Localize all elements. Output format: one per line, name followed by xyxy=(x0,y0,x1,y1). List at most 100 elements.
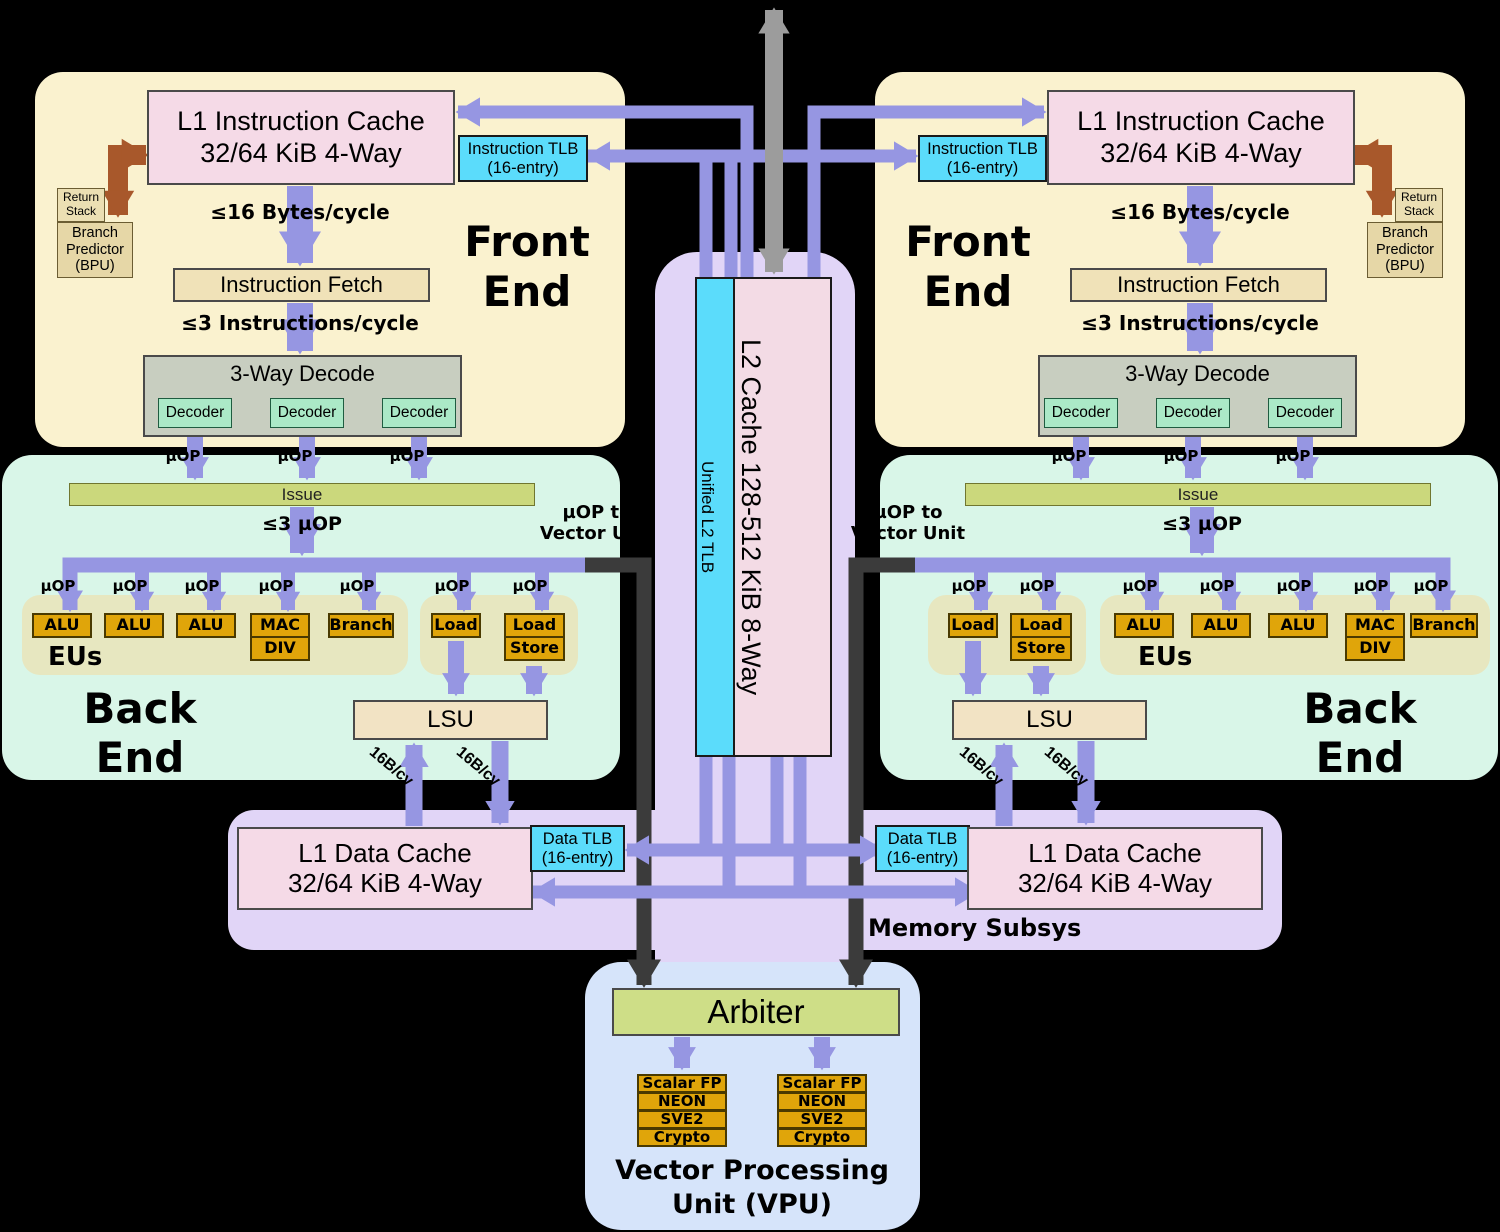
uop-label: µOP xyxy=(1122,577,1158,595)
alu-label: ALU xyxy=(1126,615,1162,635)
decoder-3-right: Decoder xyxy=(1268,398,1342,428)
branch-unit: Branch xyxy=(328,613,394,638)
issue-label: Issue xyxy=(281,484,323,504)
div-label: DIV xyxy=(264,638,296,658)
decoder-label: Decoder xyxy=(1163,404,1223,422)
decoder-3-left: Decoder xyxy=(382,398,456,428)
load-label: Load xyxy=(512,615,557,635)
vector-stack-neon: NEON xyxy=(637,1092,727,1111)
uop-label: µOP xyxy=(165,447,201,465)
l1d-line1: L1 Data Cache xyxy=(1028,837,1202,868)
load-store-unit-store: Store xyxy=(504,636,565,661)
arbiter: Arbiter xyxy=(612,988,900,1036)
back-end-title-line2: End xyxy=(1315,732,1405,782)
uop-label: µOP xyxy=(258,577,294,595)
uop-label: µOP xyxy=(1051,447,1087,465)
uop-label: µOP xyxy=(112,577,148,595)
itlb-line1: Instruction TLB xyxy=(927,139,1038,158)
instruction-fetch-left: Instruction Fetch xyxy=(173,268,430,302)
load-store-unit-store: Store xyxy=(1010,636,1072,661)
store-label: Store xyxy=(510,638,559,658)
load-unit: Load xyxy=(948,613,998,638)
data-tlb-left: Data TLB (16-entry) xyxy=(530,825,625,872)
vector-unit-label: Crypto xyxy=(653,1127,711,1146)
lsu-right: LSU xyxy=(952,700,1147,740)
instruction-tlb-left: Instruction TLB (16-entry) xyxy=(458,135,588,182)
l1i-cache-right: L1 Instruction Cache 32/64 KiB 4-Way xyxy=(1047,90,1355,185)
vector-stack-crypto: Crypto xyxy=(777,1128,867,1147)
div-unit: DIV xyxy=(1345,636,1405,661)
front-end-title-right: Front End xyxy=(878,212,1058,322)
decoder-1-right: Decoder xyxy=(1044,398,1118,428)
uop-label: µOP xyxy=(1353,577,1389,595)
itlb-line1: Instruction TLB xyxy=(467,139,579,158)
l2-cache-line2: 128-512 KiB 8-Way xyxy=(736,462,766,696)
l2-tlb-label: Unified L2 TLB xyxy=(698,460,717,574)
uop-label: µOP xyxy=(1163,447,1199,465)
alu-label: ALU xyxy=(1280,615,1316,635)
load-label: Load xyxy=(1019,615,1063,635)
bpu-line3: (BPU) xyxy=(1385,258,1425,275)
decode-bandwidth-left: ≤3 Instructions/cycle xyxy=(181,311,419,335)
l1i-line1: L1 Instruction Cache xyxy=(177,106,425,137)
dtlb-line2: (16-entry) xyxy=(541,848,614,867)
decoder-label: Decoder xyxy=(1051,404,1111,422)
load-label: Load xyxy=(434,615,478,635)
uop-label: µOP xyxy=(339,577,375,595)
branch-predictor-right: Branch Predictor (BPU) xyxy=(1367,222,1443,278)
alu-label: ALU xyxy=(1203,615,1239,635)
front-end-title-left: Front End xyxy=(437,212,617,322)
eus-label-right: EUs xyxy=(1138,642,1193,672)
front-end-title-line1: Front xyxy=(464,217,590,267)
back-end-title-left: Back End xyxy=(50,684,230,781)
l2-to-l1d-buses xyxy=(530,755,980,907)
decoder-label: Decoder xyxy=(277,404,337,422)
vector-unit-label: Crypto xyxy=(793,1127,851,1146)
unified-l2-tlb: Unified L2 TLB xyxy=(697,279,735,755)
dtlb-line1: Data TLB xyxy=(887,829,958,848)
div-unit: DIV xyxy=(250,636,310,661)
vector-unit-label: Scalar FP xyxy=(642,1073,722,1092)
vector-stack-sve2: SVE2 xyxy=(637,1110,727,1129)
eus-label-left: EUs xyxy=(48,642,103,672)
vector-stack-sve2: SVE2 xyxy=(777,1110,867,1129)
decoder-2-left: Decoder xyxy=(270,398,344,428)
mac-unit: MAC xyxy=(250,613,310,638)
issue-rate-left: ≤3 µOP xyxy=(262,513,342,535)
back-end-title-line1: Back xyxy=(1303,684,1417,734)
alu-label: ALU xyxy=(44,615,80,635)
bpu-line1: Branch xyxy=(1382,224,1428,241)
dtlb-line2: (16-entry) xyxy=(886,848,959,867)
uop-label: µOP xyxy=(1276,577,1312,595)
vector-stack-scalar-fp: Scalar FP xyxy=(637,1074,727,1093)
vector-stack-scalar-fp: Scalar FP xyxy=(777,1074,867,1093)
l1i-line2: 32/64 KiB 4-Way xyxy=(1100,137,1302,168)
fetch-bandwidth-right: ≤16 Bytes/cycle xyxy=(1110,200,1290,224)
bpu-line3: (BPU) xyxy=(75,258,115,275)
uop-label: µOP xyxy=(1199,577,1235,595)
vector-stack-neon: NEON xyxy=(777,1092,867,1111)
vector-unit-label: Scalar FP xyxy=(782,1073,862,1092)
mac-label: MAC xyxy=(1354,615,1396,635)
decoder-2-right: Decoder xyxy=(1156,398,1230,428)
lsu-label: LSU xyxy=(1026,706,1073,734)
l2-cache-line1: L2 Cache xyxy=(736,338,766,455)
alu-unit: ALU xyxy=(32,613,92,638)
uop-to-vector-line2: Vector Unit xyxy=(539,523,655,544)
memory-subsys-label: Memory Subsys xyxy=(868,914,1082,942)
uop-label: µOP xyxy=(951,577,987,595)
decoder-label: Decoder xyxy=(165,404,225,422)
alu-unit: ALU xyxy=(176,613,236,638)
alu-label: ALU xyxy=(116,615,152,635)
itlb-line2: (16-entry) xyxy=(946,158,1019,177)
uop-label: µOP xyxy=(184,577,220,595)
vpu-title-line2: Unit (VPU) xyxy=(672,1189,832,1220)
dtlb-line1: Data TLB xyxy=(542,829,613,848)
return-stack-line1: Return xyxy=(62,190,100,205)
l1d-cache-right: L1 Data Cache 32/64 KiB 4-Way xyxy=(967,827,1263,910)
vector-unit-label: NEON xyxy=(657,1091,707,1110)
alu-unit: ALU xyxy=(104,613,164,638)
load-unit: Load xyxy=(431,613,481,638)
issue-label: Issue xyxy=(1177,484,1219,504)
